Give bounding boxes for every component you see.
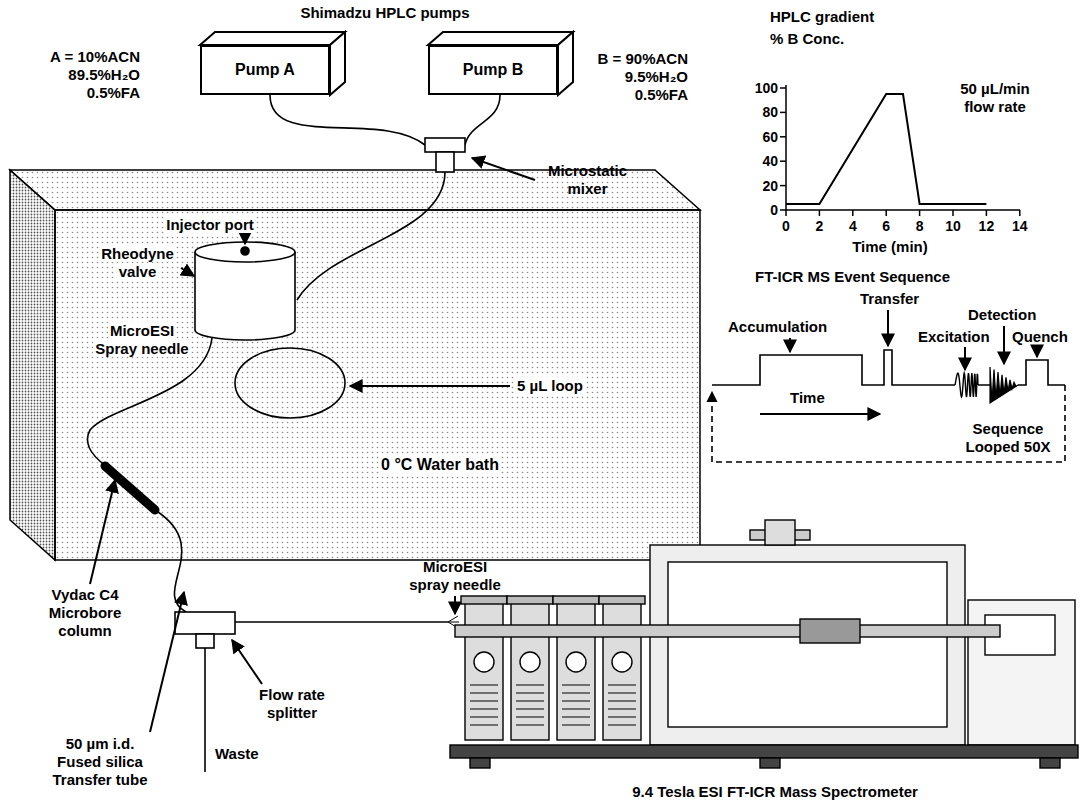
section-title: FT-ICR MS Event Sequence: [755, 268, 1055, 286]
ft-icr-mass-spectrometer: [450, 520, 1078, 768]
axis-note: Time: [790, 389, 850, 407]
instrument-name: 9.4 Tesla ESI FT-ICR Mass Spectrometer: [555, 783, 995, 801]
part-name: MicroESI Spray needle: [92, 322, 192, 358]
microstatic-mixer: [425, 138, 465, 172]
part-name: 0 °C Water bath: [360, 455, 520, 474]
axis-title: % B Conc.: [770, 30, 870, 48]
tick-label: 2: [804, 218, 834, 235]
solvent-note: A = 10%ACN 89.5%H₂O 0.5%FA: [40, 48, 140, 102]
label-patch: Rheodyne valve: [99, 245, 176, 280]
pump-faces: [200, 32, 573, 95]
tick-label: 80: [738, 104, 778, 121]
tick-label: 60: [738, 129, 778, 146]
pump-box: Pump A: [200, 45, 330, 95]
label-patch: 5 µL loop: [515, 377, 585, 394]
rheodyne-valve: [195, 242, 295, 340]
pump-label: Pump A: [235, 61, 295, 79]
part-name: Microstatic mixer: [540, 162, 635, 198]
tick-label: 8: [905, 218, 935, 235]
chart-note: 50 µL/min flow rate: [945, 80, 1045, 116]
flow-splitter: [175, 612, 235, 648]
loop-note: Sequence Looped 50X: [958, 420, 1058, 456]
event-name: Transfer: [860, 290, 940, 308]
part-name: Injector port: [150, 216, 270, 234]
part-name: Rheodyne valve: [95, 245, 180, 281]
label-patch: Injector port: [164, 216, 256, 233]
pump-box: Pump B: [428, 45, 558, 95]
event-name: Accumulation: [728, 318, 838, 336]
event-name: Quench: [1012, 328, 1077, 346]
chart-title: HPLC gradient: [770, 8, 930, 26]
tick-label: 0: [738, 202, 778, 219]
tick-label: 100: [738, 80, 778, 97]
tubing: [88, 95, 500, 772]
tick-label: 0: [771, 218, 801, 235]
tick-label: 4: [838, 218, 868, 235]
pump-label: Pump B: [463, 61, 523, 79]
event-name: Excitation: [918, 328, 998, 346]
part-name: Waste: [215, 745, 285, 763]
tick-label: 10: [938, 218, 968, 235]
solvent-note: B = 90%ACN 9.5%H₂O 0.5%FA: [588, 50, 688, 104]
tick-label: 40: [738, 153, 778, 170]
axis-title: Time (min): [840, 238, 940, 256]
label-patch: MicroESI Spray needle: [93, 322, 190, 357]
part-name: Flow rate splitter: [252, 686, 332, 722]
water-bath: [10, 170, 700, 560]
tick-label: 6: [871, 218, 901, 235]
part-name: 50 µm i.d. Fused silica Transfer tube: [45, 735, 155, 789]
tick-label: 20: [738, 178, 778, 195]
tick-label: 14: [1005, 218, 1035, 235]
part-name: Vydac C4 Microbore column: [35, 586, 135, 640]
label-patch: 0 °C Water bath: [379, 456, 501, 473]
event-name: Detection: [968, 306, 1048, 324]
part-name: 5 µL loop: [515, 377, 605, 395]
group-title: Shimadzu HPLC pumps: [255, 4, 515, 22]
part-name: MicroESI spray needle: [405, 558, 505, 594]
tick-label: 12: [971, 218, 1001, 235]
